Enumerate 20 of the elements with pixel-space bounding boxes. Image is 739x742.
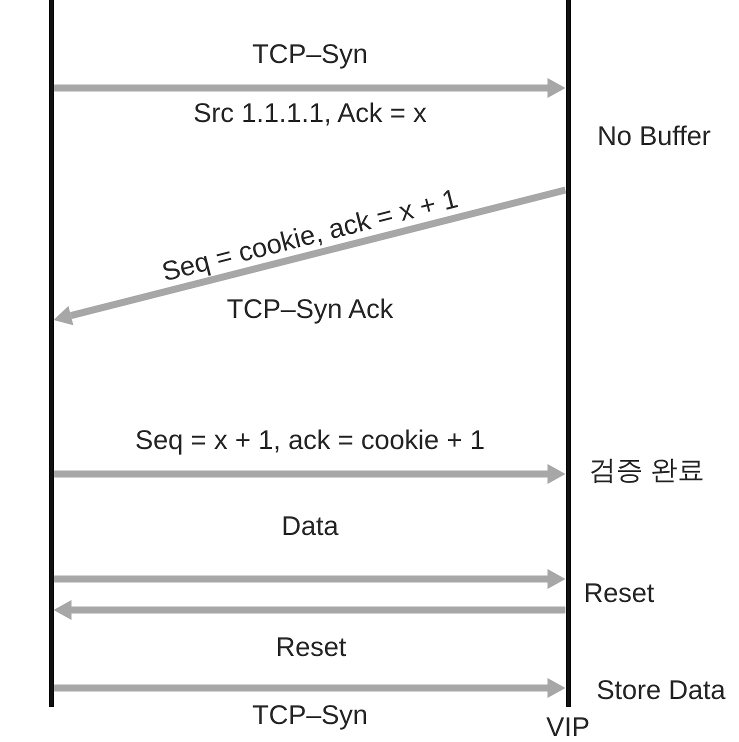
annotation: Store Data bbox=[596, 676, 726, 706]
edge-label: Data bbox=[281, 512, 339, 542]
arrow bbox=[54, 678, 566, 698]
lifeline-label: VIP bbox=[546, 713, 590, 742]
lifeline bbox=[48, 0, 54, 707]
edge-label: TCP–Syn bbox=[252, 40, 368, 70]
arrow bbox=[52, 186, 566, 326]
arrow bbox=[54, 569, 566, 589]
edge-label: Reset bbox=[276, 633, 346, 663]
annotation: 검증 완료 bbox=[589, 456, 705, 486]
arrow bbox=[54, 600, 566, 620]
annotation: TCP–Syn Ack bbox=[226, 295, 394, 325]
arrow bbox=[54, 464, 566, 484]
edge-label: Seq = x + 1, ack = cookie + 1 bbox=[135, 426, 485, 456]
annotation: Src 1.1.1.1, Ack = x bbox=[193, 99, 427, 129]
edge-label: Seq = cookie, ack = x + 1 bbox=[159, 184, 461, 288]
arrow bbox=[54, 78, 566, 98]
annotation: No Buffer bbox=[597, 122, 711, 152]
edge-label: TCP–Syn bbox=[252, 701, 368, 731]
annotation: Reset bbox=[584, 579, 654, 609]
